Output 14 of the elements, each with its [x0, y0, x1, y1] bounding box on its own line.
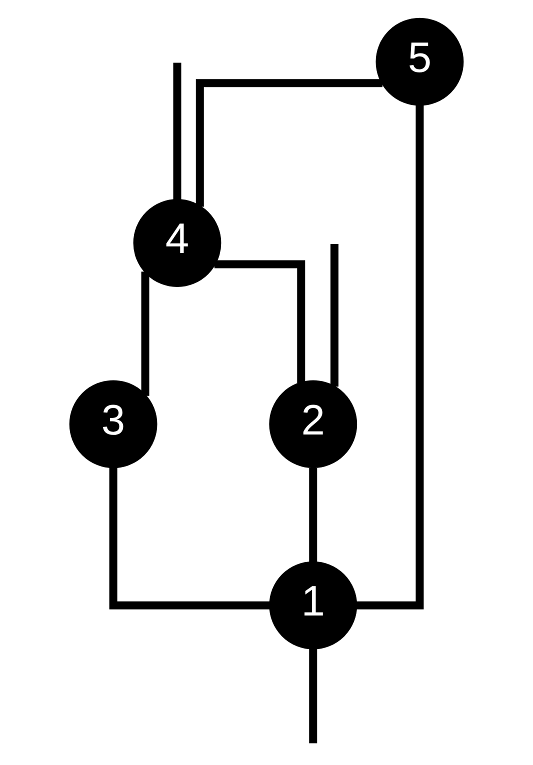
node-circle: 4 [133, 199, 222, 287]
connector [330, 244, 338, 387]
connector [356, 104, 424, 610]
node-circle: 5 [376, 18, 464, 106]
connector [309, 648, 318, 744]
node-circle: 2 [269, 380, 358, 468]
connector [173, 62, 182, 200]
connector [214, 260, 306, 383]
connector [309, 468, 318, 562]
connector [109, 467, 270, 610]
connector [141, 272, 150, 396]
node-circle: 1 [269, 561, 358, 650]
connector [196, 79, 382, 207]
node-circle: 3 [69, 380, 158, 468]
